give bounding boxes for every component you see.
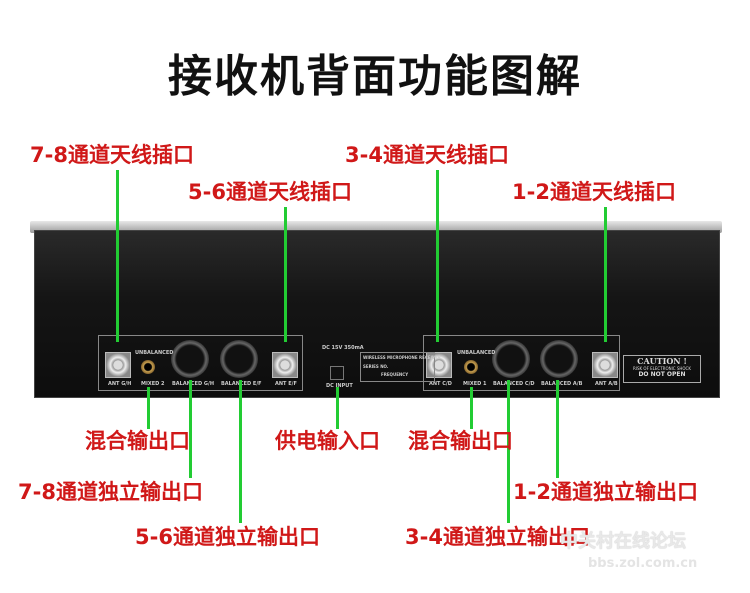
xlr-ef <box>220 340 258 378</box>
antenna-connector-ef <box>272 352 298 378</box>
watermark-url: bbs.zol.com.cn <box>588 556 698 571</box>
text-unbalanced-left: UNBALANCED <box>135 350 174 356</box>
panel-right <box>423 335 620 391</box>
text-ant-cd: ANT C/D <box>429 381 452 387</box>
xlr-gh <box>171 340 209 378</box>
text-bal-ab: BALANCED A/B <box>541 381 583 387</box>
leader-ant-12 <box>604 207 607 342</box>
text-do-not-open: DO NOT OPEN <box>638 371 686 378</box>
text-info-title: WIRELESS MICROPHONE RECEIVER <box>363 355 441 360</box>
label-ant-12: 1-2通道天线插口 <box>512 180 676 204</box>
antenna-connector-ab <box>592 352 618 378</box>
text-ant-ef: ANT E/F <box>275 381 297 387</box>
text-bal-cd: BALANCED C/D <box>493 381 535 387</box>
xlr-ab <box>540 340 578 378</box>
label-out-56: 5-6通道独立输出口 <box>135 525 320 549</box>
antenna-connector-cd <box>426 352 452 378</box>
label-mix-left: 混合输出口 <box>85 429 190 453</box>
label-power: 供电输入口 <box>275 429 380 453</box>
mixed1-jack <box>464 360 478 374</box>
leader-out-56 <box>239 380 242 523</box>
text-caution-sub: RISK OF ELECTRONIC SHOCK <box>633 366 691 371</box>
label-ant-56: 5-6通道天线插口 <box>188 180 352 204</box>
leader-ant-34 <box>436 170 439 342</box>
text-unbalanced-right: UNBALANCED <box>457 350 496 356</box>
text-dc-input: DC INPUT <box>326 383 353 389</box>
leader-out-12 <box>556 380 559 478</box>
xlr-cd <box>492 340 530 378</box>
leader-ant-56 <box>284 207 287 342</box>
label-out-34: 3-4通道独立输出口 <box>405 525 590 549</box>
text-ant-ab: ANT A/B <box>595 381 618 387</box>
label-out-78: 7-8通道独立输出口 <box>18 480 203 504</box>
text-bal-gh: BALANCED G/H <box>172 381 215 387</box>
text-mixed2: MIXED 2 <box>141 381 165 387</box>
leader-ant-78 <box>116 170 119 342</box>
page-title: 接收机背面功能图解 <box>168 51 582 102</box>
label-mix-right: 混合输出口 <box>408 429 513 453</box>
text-serial: SERIES NO. <box>363 364 389 369</box>
leader-power <box>336 387 339 429</box>
leader-out-34 <box>507 380 510 523</box>
leader-out-78 <box>189 380 192 478</box>
info-plate: WIRELESS MICROPHONE RECEIVER SERIES NO. … <box>360 352 441 382</box>
dc-input-jack <box>330 366 344 380</box>
text-frequency: FREQUENCY <box>381 372 409 377</box>
mixed2-jack <box>141 360 155 374</box>
leader-mix-right <box>470 387 473 429</box>
panel-left <box>98 335 303 391</box>
text-ant-gh: ANT G/H <box>108 381 132 387</box>
text-caution: CAUTION ! <box>637 356 687 366</box>
text-dc-rating: DC 15V 350mA <box>322 345 364 351</box>
caution-plate: CAUTION ! RISK OF ELECTRONIC SHOCK DO NO… <box>623 355 701 383</box>
watermark-name: 中关村在线论坛 <box>560 531 686 552</box>
label-out-12: 1-2通道独立输出口 <box>513 480 698 504</box>
label-ant-34: 3-4通道天线插口 <box>345 143 509 167</box>
label-ant-78: 7-8通道天线插口 <box>30 143 194 167</box>
text-mixed1: MIXED 1 <box>463 381 487 387</box>
leader-mix-left <box>147 387 150 429</box>
antenna-connector-gh <box>105 352 131 378</box>
